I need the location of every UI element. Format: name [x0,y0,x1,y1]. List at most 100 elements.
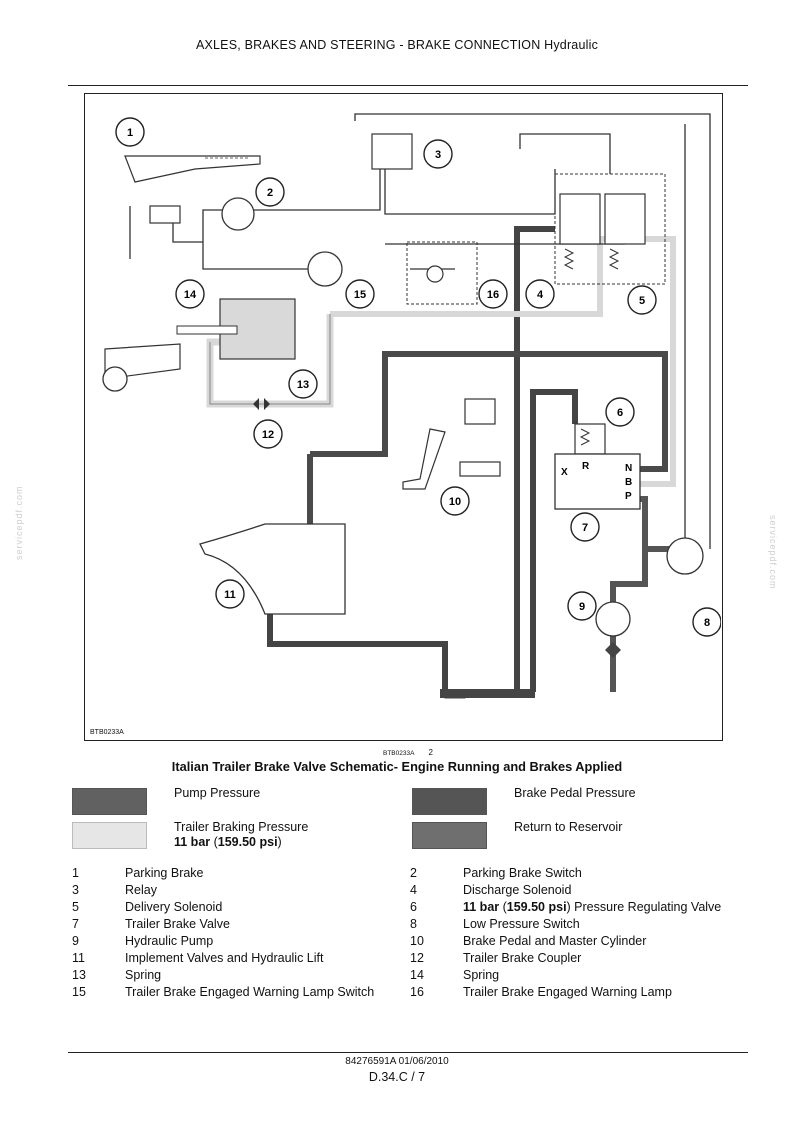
part-name: Spring [463,968,500,982]
callout-label: 12 [262,429,274,441]
callout-label: 7 [582,522,588,534]
page-number: D.34.C / 7 [368,1070,426,1084]
port-n: N [625,463,632,474]
legend-trailer-line2: 11 bar (159.50 psi) [174,835,308,850]
legend-pump: Pump Pressure [174,786,261,800]
discharge-solenoid [559,193,601,245]
callout-label: 11 [224,589,236,601]
legend-trailer-paren: ( [210,835,218,849]
callout-circle [627,285,657,315]
callout-circle [605,397,635,427]
part-name: Low Pressure Switch [463,917,580,931]
part-name: Spring [125,968,162,982]
part-number: 12 [410,951,424,965]
part-number: 7 [72,917,79,931]
footer-rule [68,1052,748,1053]
watermark-right: servicepdf.com [768,515,778,590]
callout-label: 3 [435,149,441,161]
part-name: Trailer Brake Engaged Warning Lamp Switc… [125,985,375,999]
callout-circle [692,607,721,637]
part-name: Trailer Brake Engaged Warning Lamp [463,985,672,999]
port-p: P [625,491,632,502]
callout-label: 16 [487,289,499,301]
callout-circle [288,369,318,399]
part-number: 3 [72,883,79,897]
battery [149,205,181,224]
parking-brake-switch [221,197,255,231]
trailer-coupler [253,398,270,410]
callout-circle [115,117,145,147]
callout-circle [478,279,508,309]
low-pressure-switch [666,537,704,575]
callout-label: 10 [449,496,461,508]
legend-trailer-line1: Trailer Braking Pressure [174,820,309,834]
callout-label: 4 [537,289,544,301]
header-rule [68,85,748,86]
trailer-wheel [102,366,128,392]
callout-label: 2 [267,187,273,199]
legend-pedal: Brake Pedal Pressure [514,786,636,800]
callout-circle [570,512,600,542]
hydraulic-pump [595,601,631,637]
part-name: Trailer Brake Coupler [463,951,582,965]
legend-swatch-pedal [412,788,487,815]
part-name-psi: 159.50 psi [506,900,567,914]
parking-brake [124,155,261,183]
callout-label: 6 [617,407,623,419]
delivery-solenoid [604,193,646,245]
part-name: Parking Brake [125,866,204,880]
callout-label: 13 [297,379,309,391]
part-name: Delivery Solenoid [125,900,223,914]
part-number: 1 [72,866,79,880]
callout-label: 5 [639,295,645,307]
callout-circle [253,419,283,449]
part-name: Implement Valves and Hydraulic Lift [125,951,324,965]
document-number: 84276591A 01/06/2010 [345,1056,449,1067]
legend-trailer-bar: 11 bar [174,835,211,849]
callout-circle [215,579,245,609]
solenoid-block [554,173,666,285]
part-number: 4 [410,883,417,897]
callout-label: 8 [704,617,710,629]
figure-caption: Italian Trailer Brake Valve Schematic- E… [171,759,623,774]
port-b: B [625,477,632,488]
port-r: R [582,461,590,472]
trailer-brake-valve [554,453,641,510]
part-name-rest: ) Pressure Regulating Valve [566,900,722,914]
part-name: Relay [125,883,157,897]
brake-pedal [402,428,446,490]
legend-trailer-psi: 159.50 psi [217,835,278,849]
callout-circle [423,139,453,169]
part-number: 6 [410,900,417,914]
callout-circle [345,279,375,309]
filter [605,642,621,658]
page-header: AXLES, BRAKES AND STEERING - BRAKE CONNE… [195,38,599,52]
trailer-line-2 [330,236,676,487]
warning-lamp [426,265,444,283]
callout-label: 1 [127,127,133,139]
callout-label: 14 [184,289,197,301]
legend-swatch-pump [72,788,147,815]
warning-lamp-box [406,241,478,305]
callout-label: 9 [579,601,585,613]
discharge-line [514,226,555,692]
callout-circle [567,591,597,621]
implement-valve [199,523,346,615]
relay [371,133,413,170]
part-name: Brake Pedal and Master Cylinder [463,934,647,948]
regulating-valve [574,423,606,455]
part-number: 11 [72,951,85,965]
watermark-left: servicepdf.com [14,485,24,560]
callout-label: 15 [354,289,366,301]
lamp-switch [307,251,343,287]
part-number: 8 [410,917,417,931]
pedal-line-2 [310,351,668,472]
